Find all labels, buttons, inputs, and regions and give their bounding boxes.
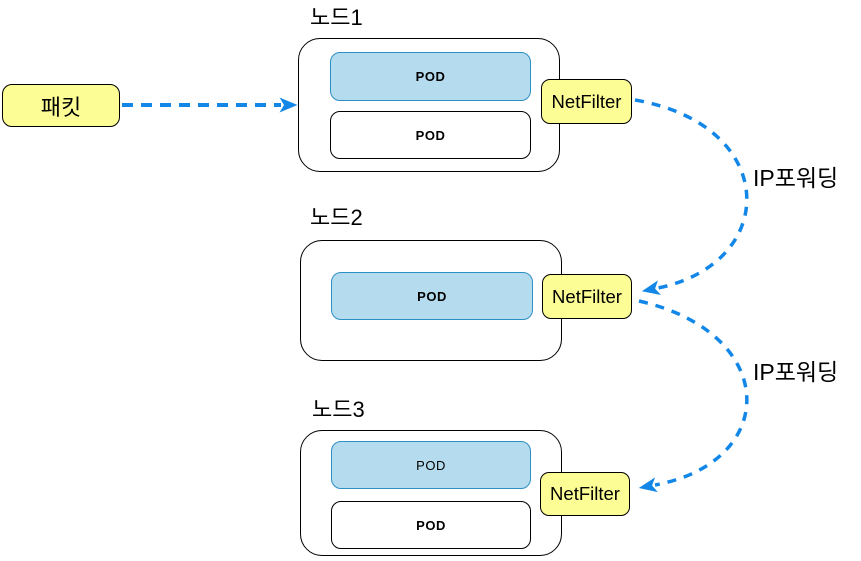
node3-container: POD POD bbox=[300, 430, 562, 556]
ip-forwarding-curve-1 bbox=[634, 98, 749, 296]
node1-container: POD POD bbox=[298, 38, 560, 172]
netfilter-label: NetFilter bbox=[550, 483, 620, 504]
node3-title: 노드3 bbox=[312, 397, 365, 422]
node2-pod-blue: POD bbox=[331, 272, 533, 320]
ip-forwarding-label-1: IP포워딩 bbox=[753, 165, 839, 191]
ip-forwarding-label-2: IP포워딩 bbox=[753, 359, 839, 385]
pod-label: POD bbox=[415, 127, 446, 143]
pod-label: POD bbox=[417, 288, 447, 304]
node3-pod-white: POD bbox=[331, 501, 531, 549]
ip-forwarding-curve-2 bbox=[638, 299, 749, 493]
netfilter-label: NetFilter bbox=[552, 285, 622, 307]
node3-netfilter-box: NetFilter bbox=[540, 472, 630, 516]
node2-netfilter-box: NetFilter bbox=[542, 274, 632, 319]
node1-title: 노드1 bbox=[310, 5, 363, 30]
packet-box: 패킷 bbox=[2, 84, 120, 127]
node3-pod-blue: POD bbox=[331, 441, 531, 489]
pod-label: POD bbox=[416, 457, 446, 473]
pod-label: POD bbox=[415, 69, 446, 84]
node2-title: 노드2 bbox=[310, 205, 363, 230]
packet-label: 패킷 bbox=[40, 94, 82, 120]
node1-netfilter-box: NetFilter bbox=[541, 79, 632, 124]
pod-label: POD bbox=[416, 517, 446, 533]
node2-container: POD bbox=[300, 240, 562, 361]
netfilter-label: NetFilter bbox=[551, 90, 622, 112]
node1-pod-blue: POD bbox=[330, 52, 531, 101]
node1-pod-white: POD bbox=[330, 111, 531, 159]
